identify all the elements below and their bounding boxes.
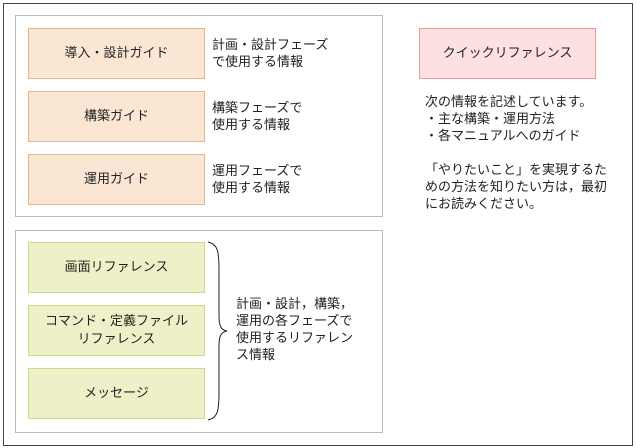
qr-line: にお読みください。 xyxy=(425,197,543,212)
qr-line: ・主な構築・運用方法 xyxy=(425,112,556,127)
guide-box-build: 構築ガイド xyxy=(28,91,205,142)
guide-desc-build: 構築フェーズで 使用する情報 xyxy=(212,101,303,133)
qr-line: めの方法を知りたい方は，最初 xyxy=(425,180,608,195)
reference-box-command: コマンド・定義ファイル リファレンス xyxy=(28,305,205,356)
guide-desc-design: 計画・設計フェーズ で使用する情報 xyxy=(212,38,329,70)
diagram-frame xyxy=(3,3,633,446)
reference-box-screen: 画面リファレンス xyxy=(28,242,205,293)
curly-brace-icon xyxy=(207,241,228,421)
reference-box-message: メッセージ xyxy=(28,368,205,419)
quick-reference-desc: 次の情報を記述しています。 ・主な構築・運用方法 ・各マニュアルへのガイド 「や… xyxy=(425,94,630,213)
guide-desc-operation: 運用フェーズで 使用する情報 xyxy=(212,164,303,196)
references-desc: 計画・設計，構築， 運用の各フェーズで 使用するリファレン ス情報 xyxy=(236,297,354,363)
qr-line: 「やりたいこと」を実現するた xyxy=(425,163,608,178)
qr-line xyxy=(425,145,630,162)
qr-line: 次の情報を記述しています。 xyxy=(425,95,593,110)
qr-line: ・各マニュアルへのガイド xyxy=(425,129,581,144)
guide-box-design: 導入・設計ガイド xyxy=(28,28,205,79)
quick-reference-box: クイックリファレンス xyxy=(419,28,596,79)
guide-box-operation: 運用ガイド xyxy=(28,154,205,205)
